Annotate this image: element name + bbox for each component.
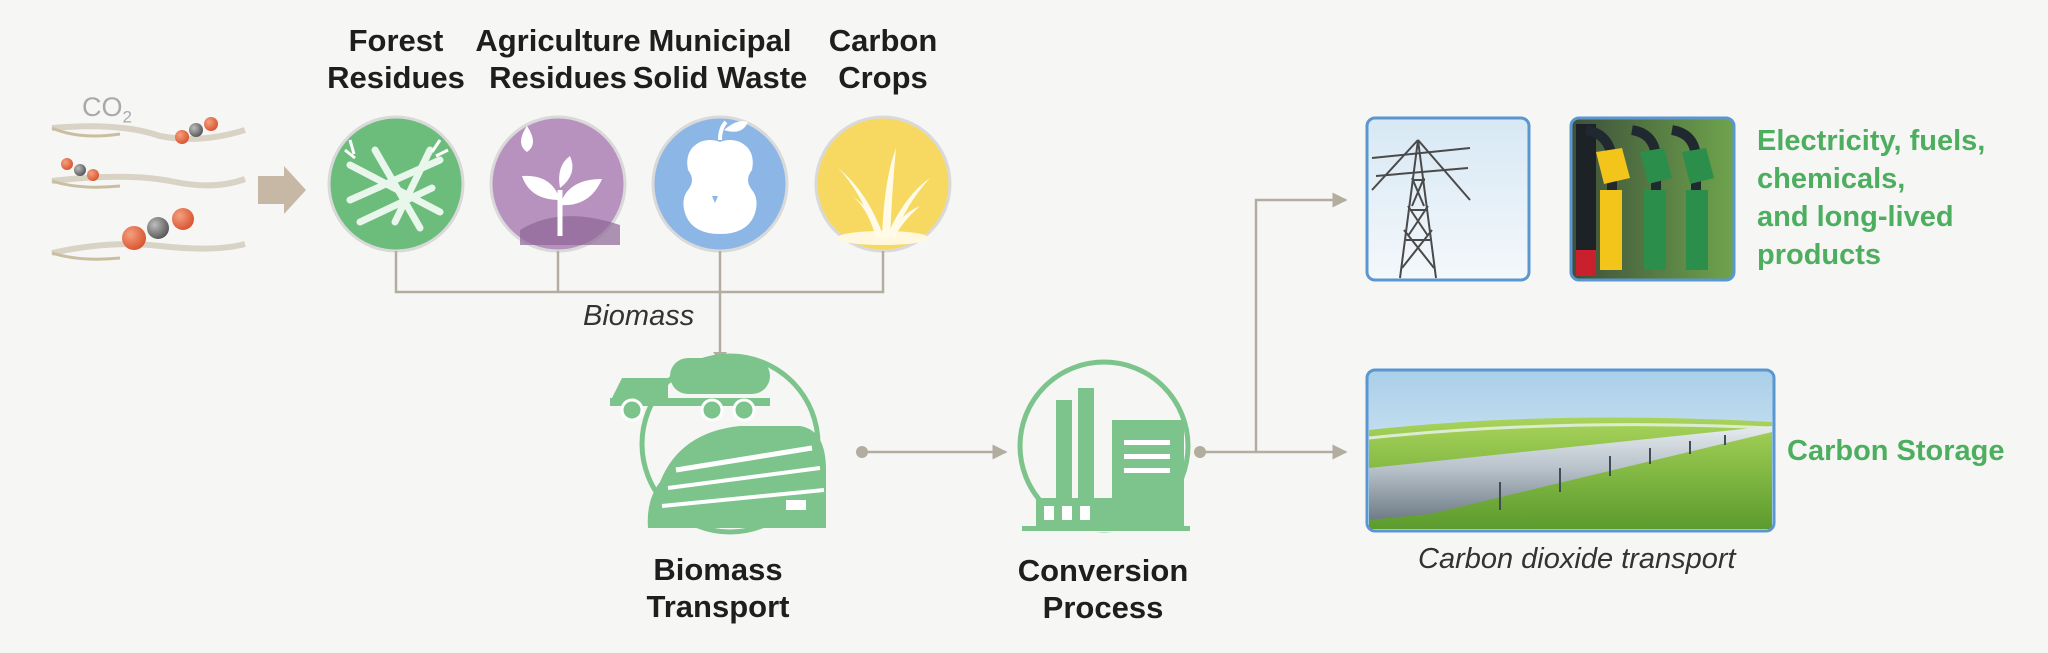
products-label: Electricity, fuels, chemicals, and long-… bbox=[1757, 125, 1986, 271]
co2-molecules-icon bbox=[51, 117, 247, 261]
co2-label: CO2 bbox=[82, 92, 132, 127]
co2-arrow-icon bbox=[258, 166, 306, 214]
factory-icon bbox=[1017, 359, 1191, 533]
biomass-connector bbox=[394, 251, 885, 356]
biomass-label: Biomass bbox=[583, 300, 695, 332]
truck-train-icon bbox=[610, 353, 826, 535]
fuel-nozzles-photo bbox=[1569, 116, 1736, 282]
agriculture-residues-icon bbox=[489, 115, 627, 253]
grass-icon bbox=[814, 115, 952, 253]
branch-connector bbox=[1200, 192, 1348, 460]
carbon-storage-label: Carbon Storage bbox=[1787, 435, 2005, 467]
apple-core-icon bbox=[651, 115, 789, 253]
pipeline-photo bbox=[1365, 368, 1776, 533]
power-tower-photo bbox=[1365, 116, 1531, 282]
pipeline-caption: Carbon dioxide transport bbox=[1418, 543, 1736, 575]
forest-residues-icon bbox=[327, 115, 465, 253]
